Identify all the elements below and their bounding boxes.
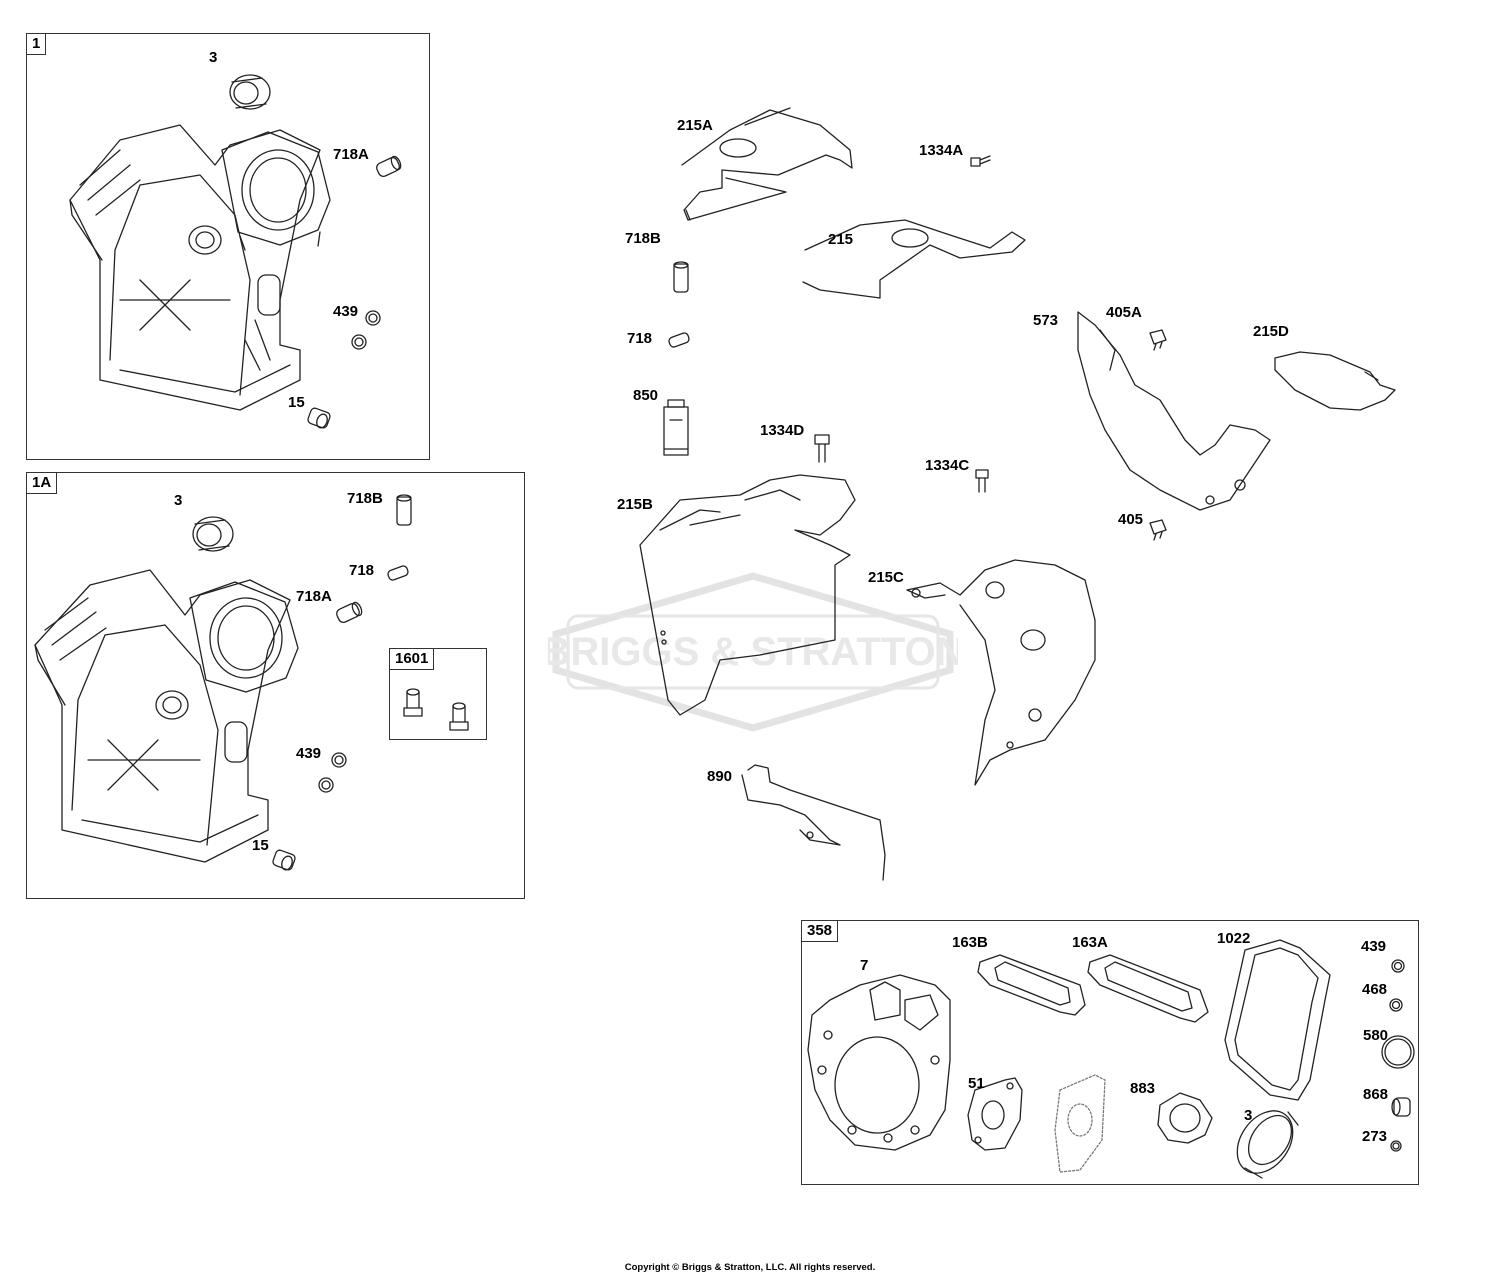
- label-163b[interactable]: 163B: [952, 934, 988, 951]
- label-405a[interactable]: 405A: [1106, 304, 1142, 321]
- label-718a-box1a[interactable]: 718A: [296, 588, 332, 605]
- label-3-box1a[interactable]: 3: [174, 492, 183, 509]
- label-468[interactable]: 468: [1362, 981, 1388, 998]
- label-3-box1[interactable]: 3: [209, 49, 218, 66]
- orings-358-right[interactable]: [1381, 959, 1415, 1152]
- group-box-358: 358: [801, 920, 1419, 1185]
- label-718b-box1a[interactable]: 718B: [347, 490, 383, 507]
- shield-215b[interactable]: [639, 474, 856, 716]
- label-883[interactable]: 883: [1130, 1080, 1156, 1097]
- label-890[interactable]: 890: [707, 768, 733, 785]
- label-439-box1a[interactable]: 439: [296, 745, 322, 762]
- oring-439-box1[interactable]: [351, 310, 381, 350]
- label-215d[interactable]: 215D: [1253, 323, 1289, 340]
- copyright-footer: Copyright © Briggs & Stratton, LLC. All …: [624, 1262, 876, 1273]
- label-718[interactable]: 718: [627, 330, 653, 347]
- group-tag-1a[interactable]: 1A: [26, 472, 58, 494]
- pin-718-box1a[interactable]: [387, 565, 409, 581]
- label-439-box1[interactable]: 439: [333, 303, 359, 320]
- dowel-718b[interactable]: [673, 261, 689, 293]
- label-718-box1a[interactable]: 718: [349, 562, 375, 579]
- label-580[interactable]: 580: [1363, 1027, 1389, 1044]
- label-7[interactable]: 7: [860, 957, 869, 974]
- shield-215[interactable]: [802, 219, 1026, 299]
- screw-405a[interactable]: [1149, 329, 1167, 351]
- label-1334c[interactable]: 1334C: [925, 457, 970, 474]
- label-850[interactable]: 850: [633, 387, 659, 404]
- dowel-718a-box1[interactable]: [375, 155, 403, 178]
- sealant-tube-850[interactable]: [663, 399, 689, 456]
- crankcase-block-1[interactable]: [69, 124, 331, 411]
- label-15-box1[interactable]: 15: [288, 394, 305, 411]
- gasket-883[interactable]: [1157, 1092, 1213, 1144]
- label-1334d[interactable]: 1334D: [760, 422, 805, 439]
- shield-215a[interactable]: [681, 107, 853, 221]
- group-tag-358[interactable]: 358: [801, 920, 839, 942]
- shield-215c[interactable]: [906, 559, 1096, 786]
- bracket-890[interactable]: [741, 764, 886, 881]
- brand-watermark: BRIGGS & STRATTON: [548, 572, 958, 732]
- group-box-1601: 1601: [389, 648, 487, 740]
- crankcase-block-1a[interactable]: [34, 569, 299, 863]
- label-15-box1a[interactable]: 15: [252, 837, 269, 854]
- bracket-573[interactable]: [1077, 311, 1271, 511]
- screw-1334c[interactable]: [975, 469, 989, 493]
- label-718b[interactable]: 718B: [625, 230, 661, 247]
- screw-405[interactable]: [1149, 519, 1167, 541]
- label-868[interactable]: 868: [1363, 1086, 1389, 1103]
- group-tag-1[interactable]: 1: [26, 33, 47, 55]
- label-215a[interactable]: 215A: [677, 117, 713, 134]
- gasket-dotted[interactable]: [1054, 1074, 1106, 1173]
- screw-1334a[interactable]: [970, 155, 991, 167]
- oring-439-box1a[interactable]: [318, 752, 347, 793]
- group-tag-1601[interactable]: 1601: [389, 648, 435, 670]
- gasket-163b[interactable]: [977, 954, 1086, 1016]
- bolts-1601[interactable]: [403, 688, 469, 731]
- label-215c[interactable]: 215C: [868, 569, 904, 586]
- screw-1334d[interactable]: [814, 434, 830, 463]
- group-box-1: 1: [26, 33, 430, 460]
- shield-215d[interactable]: [1274, 351, 1396, 411]
- label-439-358[interactable]: 439: [1361, 938, 1387, 955]
- head-gasket-7[interactable]: [807, 974, 951, 1151]
- label-573[interactable]: 573: [1033, 312, 1059, 329]
- seal-15-box1[interactable]: [307, 407, 331, 429]
- gasket-51[interactable]: [967, 1077, 1023, 1151]
- dowel-718b-box1a[interactable]: [396, 494, 412, 526]
- label-718a-box1[interactable]: 718A: [333, 146, 369, 163]
- group-box-1a: 1A: [26, 472, 525, 899]
- bearing-3-box1a[interactable]: [192, 516, 234, 552]
- label-3-358[interactable]: 3: [1244, 1107, 1253, 1124]
- watermark-text: BRIGGS & STRATTON: [548, 630, 958, 674]
- seal-15-box1a[interactable]: [272, 849, 296, 871]
- label-215[interactable]: 215: [828, 231, 854, 248]
- bearing-3-box1[interactable]: [229, 74, 271, 110]
- label-51[interactable]: 51: [968, 1075, 985, 1092]
- gasket-163a[interactable]: [1087, 954, 1209, 1023]
- label-215b[interactable]: 215B: [617, 496, 653, 513]
- dowel-718a-box1a[interactable]: [335, 601, 364, 624]
- label-1022[interactable]: 1022: [1217, 930, 1251, 947]
- pin-718[interactable]: [668, 332, 690, 348]
- label-1334a[interactable]: 1334A: [919, 142, 964, 159]
- seal-3-358[interactable]: [1226, 1100, 1304, 1183]
- label-405[interactable]: 405: [1118, 511, 1144, 528]
- gasket-1022[interactable]: [1224, 939, 1331, 1101]
- label-273[interactable]: 273: [1362, 1128, 1388, 1145]
- label-163a[interactable]: 163A: [1072, 934, 1108, 951]
